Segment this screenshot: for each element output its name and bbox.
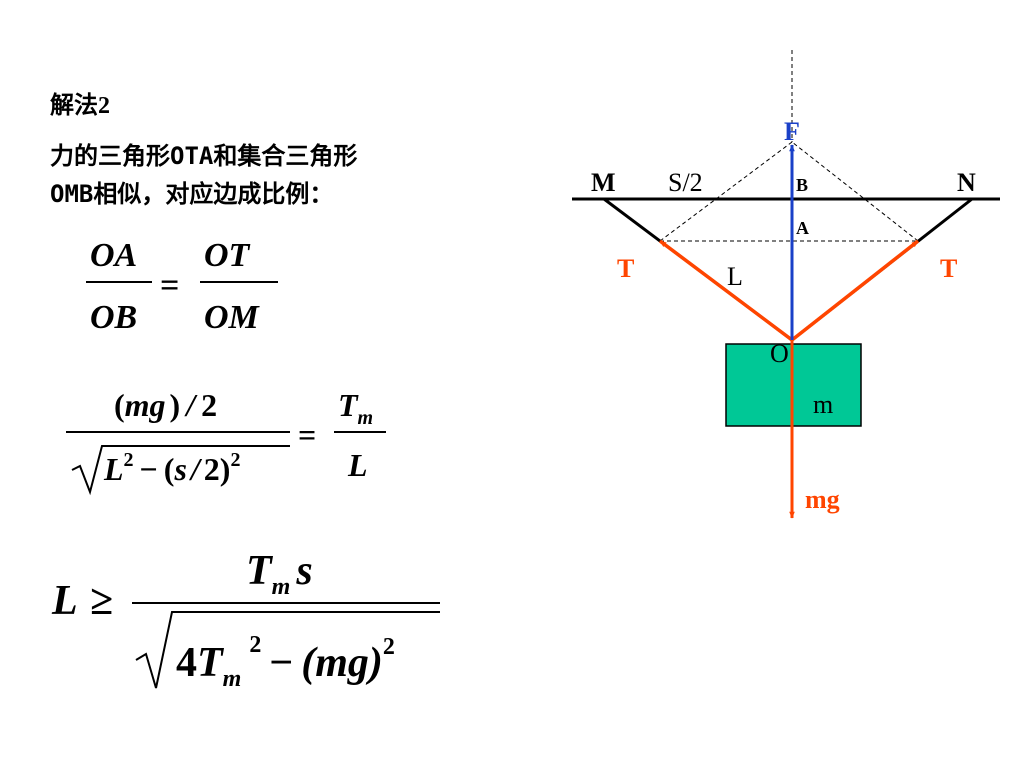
formula3-den-exp: 2 [249, 632, 261, 658]
formula3-den-T: T [197, 640, 225, 686]
formula2-den-minus: − [140, 451, 158, 487]
dashed-line-right-top [791, 141, 919, 242]
tension-arrow-left [658, 239, 794, 342]
label-N: N [957, 168, 976, 197]
formula2-equals: = [298, 417, 316, 453]
formula-similar-ratio: OA OB = OT OM [86, 237, 278, 336]
formula3-geq: ≥ [90, 578, 113, 624]
heading-line-2: 力的三角形OTA和集合三角形 [50, 142, 357, 170]
formula2-num-open-paren: ( [114, 387, 125, 423]
formula1-denominator-right: OM [204, 299, 261, 336]
formula3-num-s: s [295, 548, 312, 594]
formula3-denominator: 4Tm2−(mg)2 [176, 632, 395, 692]
formula-substitution: (mg)/2 L2−(s/2)2 = Tm L [66, 387, 386, 496]
formula2-num-mg: mg [125, 387, 166, 423]
label-A: A [796, 218, 809, 238]
label-O: O [770, 339, 789, 368]
formula2-num-close-paren: ) [170, 387, 181, 423]
formula2-rhs-T: T [338, 387, 359, 423]
label-F: F [784, 117, 800, 146]
formula2-rhs-sub: m [358, 407, 374, 429]
label-T-right: T [940, 254, 957, 283]
formula2-den-L-exp: 2 [124, 449, 134, 471]
formula3-den-paren: (mg) [301, 640, 383, 686]
formula2-den-close-paren: ) [220, 451, 231, 487]
formula3-den-four: 4 [176, 640, 197, 686]
formula3-radical-sign [135, 611, 440, 689]
formula3-lhs-L: L [51, 578, 78, 624]
formula2-num-two: 2 [201, 387, 217, 423]
formula3-den-sub: m [223, 666, 242, 692]
formula2-rhs-denominator: L [347, 447, 368, 483]
formula1-equals: = [160, 267, 179, 304]
heading-line-3: OMB相似，对应边成比例： [50, 180, 333, 208]
label-m: m [813, 390, 833, 419]
label-L: L [727, 262, 743, 291]
label-S2: S/2 [668, 168, 703, 197]
label-mg: mg [805, 485, 840, 514]
heading: 解法2 力的三角形OTA和集合三角形 OMB相似，对应边成比例： [50, 91, 357, 208]
formula2-numerator: (mg)/2 [114, 387, 217, 423]
formula2-num-slash: / [184, 387, 198, 423]
formula2-den-L: L [103, 451, 124, 487]
formula2-den-open-paren: ( [164, 451, 175, 487]
formula2-radical-sign [71, 445, 290, 496]
formula2-denominator: L2−(s/2)2 [103, 449, 240, 487]
formula3-den-paren-exp: 2 [383, 634, 395, 660]
formula3-den-minus: − [269, 640, 293, 686]
formula2-den-slash: / [189, 451, 203, 487]
formula2-den-s: s [173, 451, 186, 487]
formula1-denominator-left: OB [90, 299, 137, 336]
heading-line-1: 解法2 [50, 91, 110, 119]
formula2-rhs-numerator: Tm [338, 387, 373, 429]
formula2-den-two: 2 [204, 451, 220, 487]
formula1-numerator-right: OT [204, 237, 251, 274]
formula3-num-sub: m [272, 574, 291, 600]
label-B: B [796, 175, 808, 195]
label-M: M [591, 168, 616, 197]
formula1-numerator-left: OA [90, 237, 137, 274]
label-T-left: T [617, 254, 634, 283]
tension-arrow-right [790, 239, 920, 342]
force-diagram: F M S/2 B N A T T L O m mg [572, 50, 1000, 519]
formula3-num-T: T [246, 548, 274, 594]
formula2-den-exp: 2 [230, 449, 240, 471]
